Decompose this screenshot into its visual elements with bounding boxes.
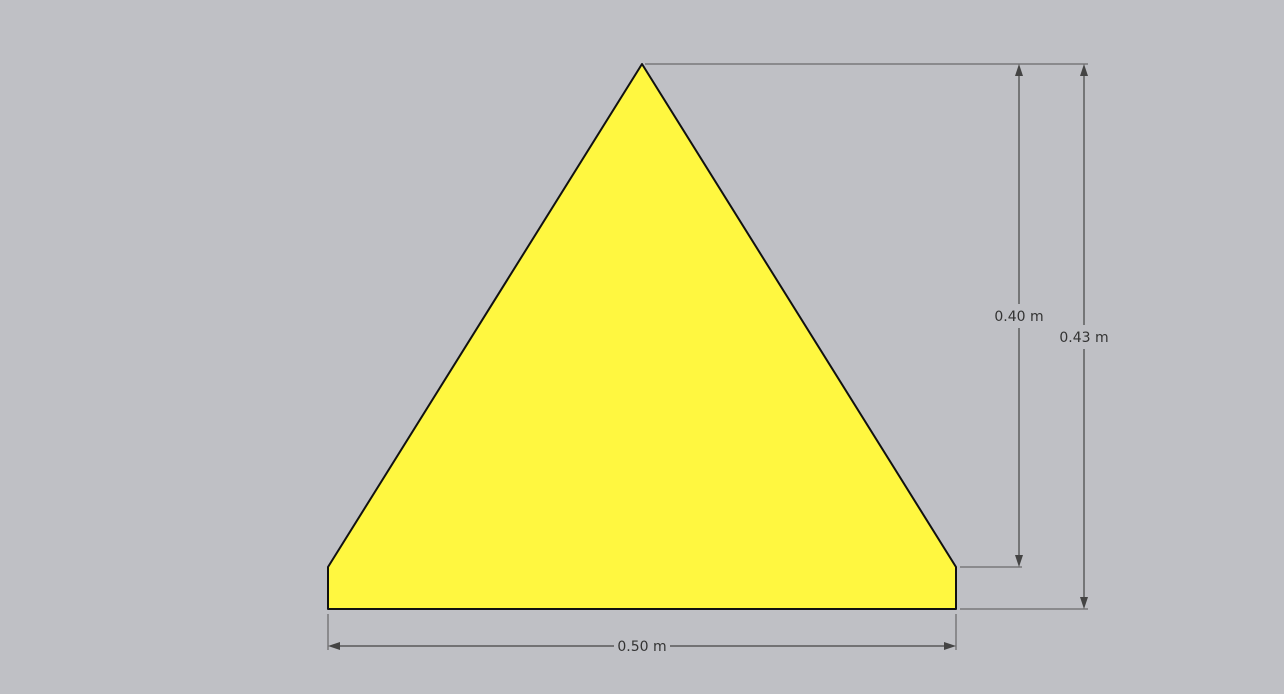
dimension-label-height-inner: 0.40 m xyxy=(994,309,1043,325)
dimension-label-height-outer: 0.43 m xyxy=(1059,330,1108,346)
arrow-up-icon xyxy=(1080,64,1088,76)
arrow-left-icon xyxy=(328,642,340,650)
arrow-down-icon xyxy=(1015,555,1023,567)
arrow-down-icon xyxy=(1080,597,1088,609)
pentagon-face[interactable] xyxy=(327,63,957,610)
dimension-label-width: 0.50 m xyxy=(617,639,666,655)
dimension-width[interactable]: 0.50 m xyxy=(328,639,956,655)
arrow-right-icon xyxy=(944,642,956,650)
dimension-height-inner[interactable]: 0.40 m xyxy=(994,64,1044,567)
arrow-up-icon xyxy=(1015,64,1023,76)
dimension-height-outer[interactable]: 0.43 m xyxy=(1059,64,1109,609)
